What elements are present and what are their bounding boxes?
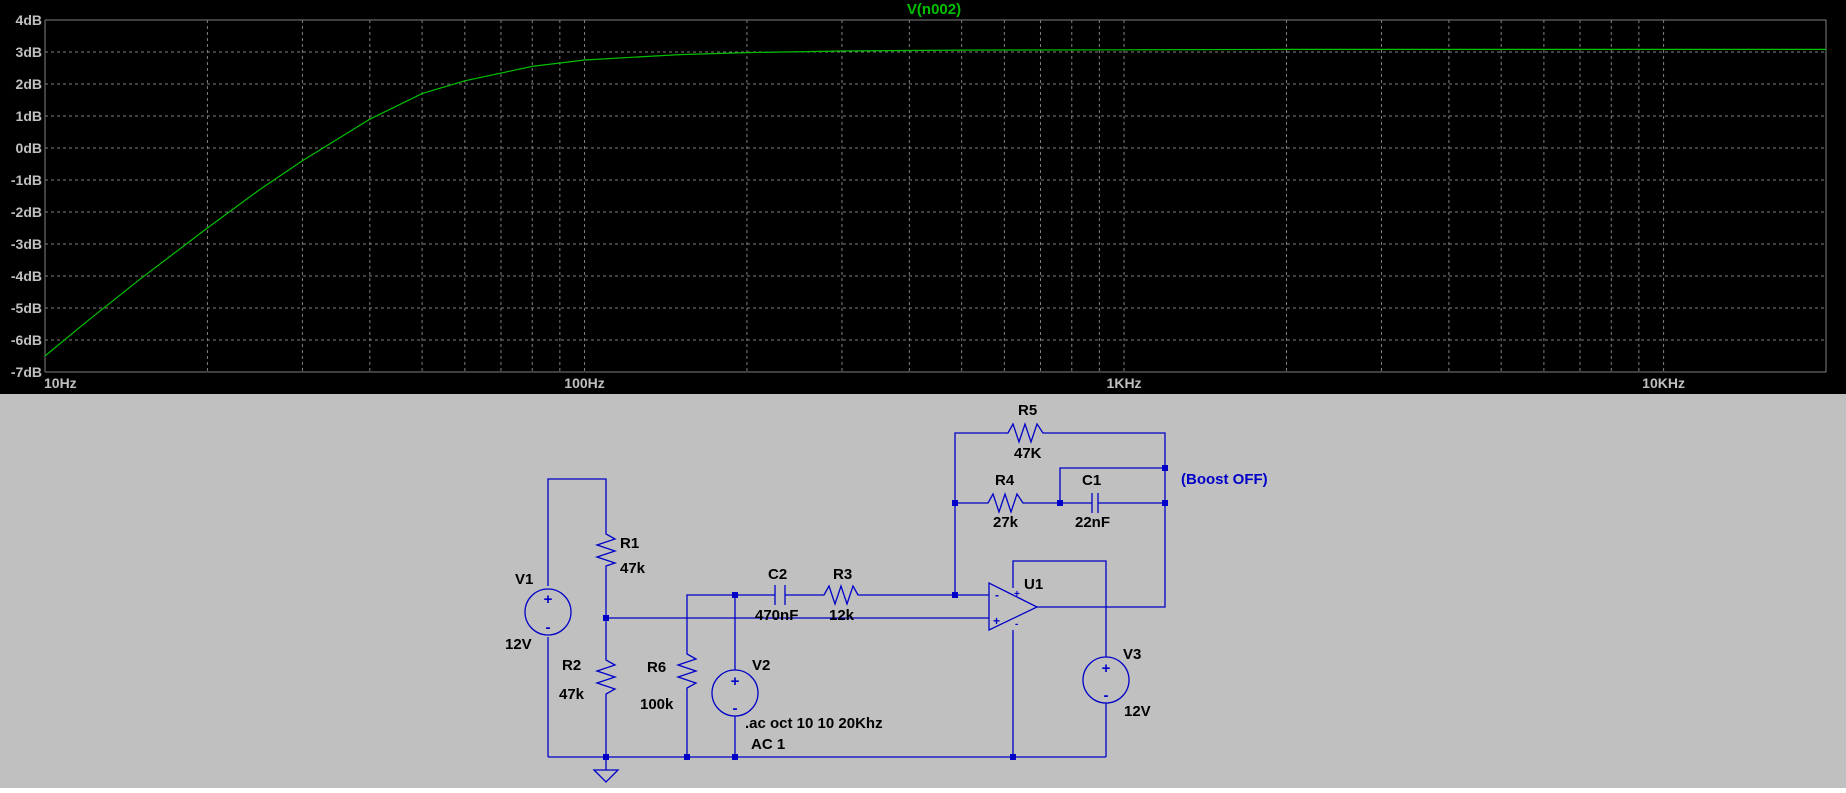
y-tick-label: 0dB [16, 140, 42, 156]
y-tick-label: 3dB [16, 44, 42, 60]
r3-value-label: 12k [829, 607, 855, 624]
waveform-plot[interactable]: 4dB 3dB 2dB 1dB 0dB -1dB -2dB -3dB -4dB -5dB -6dB -… [0, 0, 1846, 394]
svg-text:-: - [1104, 687, 1109, 704]
v1-value-label: 12V [505, 636, 532, 653]
svg-text:+: + [1014, 589, 1020, 600]
x-tick-label: 10KHz [1642, 375, 1685, 391]
r1-name-label: R1 [620, 535, 639, 552]
voltage-source-v3[interactable]: + - [1082, 656, 1130, 704]
svg-text:-: - [995, 588, 999, 602]
resistor-r1[interactable] [594, 530, 618, 570]
v3-value-label: 12V [1124, 703, 1151, 720]
svg-text:-: - [733, 700, 738, 717]
c2-value-label: 470nF [755, 607, 798, 624]
x-tick-label: 100Hz [564, 375, 604, 391]
v3-name-label: V3 [1123, 646, 1141, 663]
v1-name-label: V1 [515, 571, 533, 588]
r6-value-label: 100k [640, 696, 674, 713]
y-tick-label: -6dB [11, 332, 42, 348]
y-tick-label: 1dB [16, 108, 42, 124]
r4-value-label: 27k [993, 514, 1019, 531]
svg-text:+: + [1102, 660, 1111, 677]
plot-grid [44, 19, 1827, 373]
svg-text:+: + [993, 614, 1000, 628]
resistor-r5[interactable] [1004, 421, 1052, 445]
y-tick-label: -7dB [11, 364, 42, 380]
schematic-pane[interactable]: + - + - + - - + + - R [0, 394, 1846, 788]
c2-name-label: C2 [768, 566, 787, 583]
y-tick-label: -5dB [11, 300, 42, 316]
ground-symbol[interactable] [592, 769, 620, 783]
resistor-r4[interactable] [984, 491, 1030, 515]
r2-value-label: 47k [559, 686, 585, 703]
u1-name-label: U1 [1024, 576, 1043, 593]
resistor-r2[interactable] [594, 656, 618, 700]
plot-tick-labels: 4dB 3dB 2dB 1dB 0dB -1dB -2dB -3dB -4dB -5dB -6dB -… [11, 12, 1685, 391]
svg-text:-: - [1015, 619, 1018, 630]
voltage-source-v2[interactable]: + - [711, 669, 759, 717]
capacitor-c1[interactable] [1091, 493, 1099, 513]
wire-junctions [603, 465, 1168, 760]
resistor-r3[interactable] [820, 583, 860, 607]
r6-name-label: R6 [647, 659, 666, 676]
spice-directive[interactable]: .ac oct 10 10 20Khz [745, 715, 883, 732]
v2-name-label: V2 [752, 657, 770, 674]
capacitor-c2[interactable] [774, 585, 786, 605]
boost-comment-label[interactable]: (Boost OFF) [1181, 471, 1268, 488]
y-tick-label: -3dB [11, 236, 42, 252]
y-tick-label: -2dB [11, 204, 42, 220]
svg-text:+: + [731, 673, 740, 690]
x-tick-label: 10Hz [44, 375, 77, 391]
y-tick-label: -1dB [11, 172, 42, 188]
y-tick-label: 4dB [16, 12, 42, 28]
r5-value-label: 47K [1014, 445, 1042, 462]
svg-text:+: + [544, 591, 553, 608]
r1-value-label: 47k [620, 560, 646, 577]
trace-v-n002[interactable] [44, 48, 1826, 357]
opamp-u1[interactable]: - + + - [988, 581, 1039, 632]
r2-name-label: R2 [562, 657, 581, 674]
svg-text:-: - [546, 619, 551, 636]
c1-value-label: 22nF [1075, 514, 1110, 531]
resistor-r6[interactable] [675, 650, 699, 696]
schematic-canvas[interactable]: + - + - + - - + + - R [0, 394, 1846, 788]
r4-name-label: R4 [995, 472, 1015, 489]
r5-name-label: R5 [1018, 402, 1037, 419]
c1-name-label: C1 [1082, 472, 1101, 489]
y-tick-label: 2dB [16, 76, 42, 92]
r3-name-label: R3 [833, 566, 852, 583]
x-tick-label: 1KHz [1107, 375, 1142, 391]
v2-value-label: AC 1 [751, 736, 785, 753]
waveform-plot-pane[interactable]: 4dB 3dB 2dB 1dB 0dB -1dB -2dB -3dB -4dB -5dB -6dB -… [0, 0, 1846, 394]
y-tick-label: -4dB [11, 268, 42, 284]
trace-title[interactable]: V(n002) [907, 1, 961, 18]
voltage-source-v1[interactable]: + - [524, 588, 572, 636]
